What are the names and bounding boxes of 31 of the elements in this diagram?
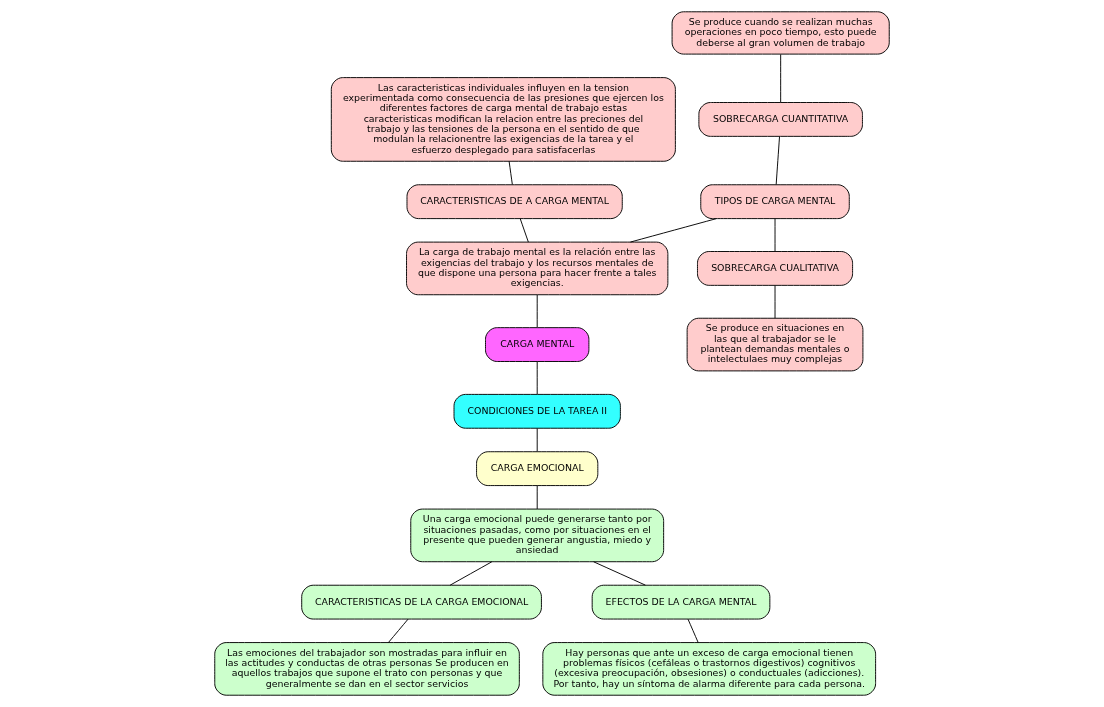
node-box: EFECTOS DE LA CARGA MENTAL bbox=[591, 584, 771, 620]
node-box: CARGA EMOCIONAL bbox=[476, 451, 599, 487]
connector bbox=[775, 136, 780, 185]
node-box: CARGA MENTAL bbox=[485, 327, 590, 362]
node-box: Se produce en situaciones en las que al trabajador se le plantean demandas mentales o intelectulaes muy complejas bbox=[686, 317, 864, 372]
connector bbox=[687, 618, 699, 643]
node-box: TIPOS DE CARGA MENTAL bbox=[700, 184, 850, 220]
connector bbox=[774, 285, 776, 319]
connector bbox=[519, 218, 529, 243]
node-box: CARACTERISTICAS DE LA CARGA EMOCIONAL bbox=[301, 584, 542, 620]
connector bbox=[536, 485, 538, 510]
connector bbox=[536, 427, 538, 452]
node-box: La carga de trabajo mental es la relación entre las exigencias del trabajo y los recursos mentales de que dispone una persona para hacer frente a tales exigencias. bbox=[406, 241, 669, 296]
connector bbox=[387, 618, 409, 643]
connector bbox=[536, 294, 538, 328]
node-box: SOBRECARGA CUALITATIVA bbox=[697, 251, 854, 286]
node-box: CONDICIONES DE LA TAREA II bbox=[453, 393, 621, 429]
connector bbox=[774, 218, 776, 252]
connector bbox=[536, 361, 538, 395]
node-box: Una carga emocional puede generarse tanto por situaciones pasadas, como por situaciones en el presente que pueden generar angustia, miedo y ansiedad bbox=[410, 508, 665, 563]
node-box: Se produce cuando se realizan muchas operaciones en poco tiempo, esto puede deberse al gran volumen de trabajo bbox=[671, 11, 890, 55]
connector bbox=[508, 160, 513, 185]
node-box: Hay personas que ante un exceso de carga emocional tienen problemas físicos (cefáleas o trastornos digestivos) cognitivos (excesiva preocupación, obsesiones) o conductuales (adicciones). Por tanto, hay un síntoma de alarma diferente para cada persona. bbox=[542, 642, 877, 696]
connector bbox=[630, 218, 717, 243]
node-box: Las caracteristicas individuales influyen en la tension experimentada como consecuencia de las presiones que ejercen los diferentes factores de carga mental de trabajo estas caracteristicas modifican la relacion entre las preciones del trabajo y las tensiones de la persona en el sentido de que modulan la relacionentre las exigencias de la tarea y el esfuerzo desplegado para satisfacerlas bbox=[330, 77, 676, 162]
connector bbox=[449, 561, 493, 586]
node-box: Las emociones del trabajador son mostradas para influir en las actitudes y conductas de otras personas Se producen en aquellos trabajos que supone el trato con personas y que generalmente se dan en el sector servicios bbox=[214, 642, 520, 696]
node-box: CARACTERISTICAS DE A CARGA MENTAL bbox=[406, 184, 623, 220]
node-box: SOBRECARGA CUANTITATIVA bbox=[698, 102, 863, 137]
connector bbox=[780, 53, 782, 103]
connector bbox=[593, 561, 646, 586]
